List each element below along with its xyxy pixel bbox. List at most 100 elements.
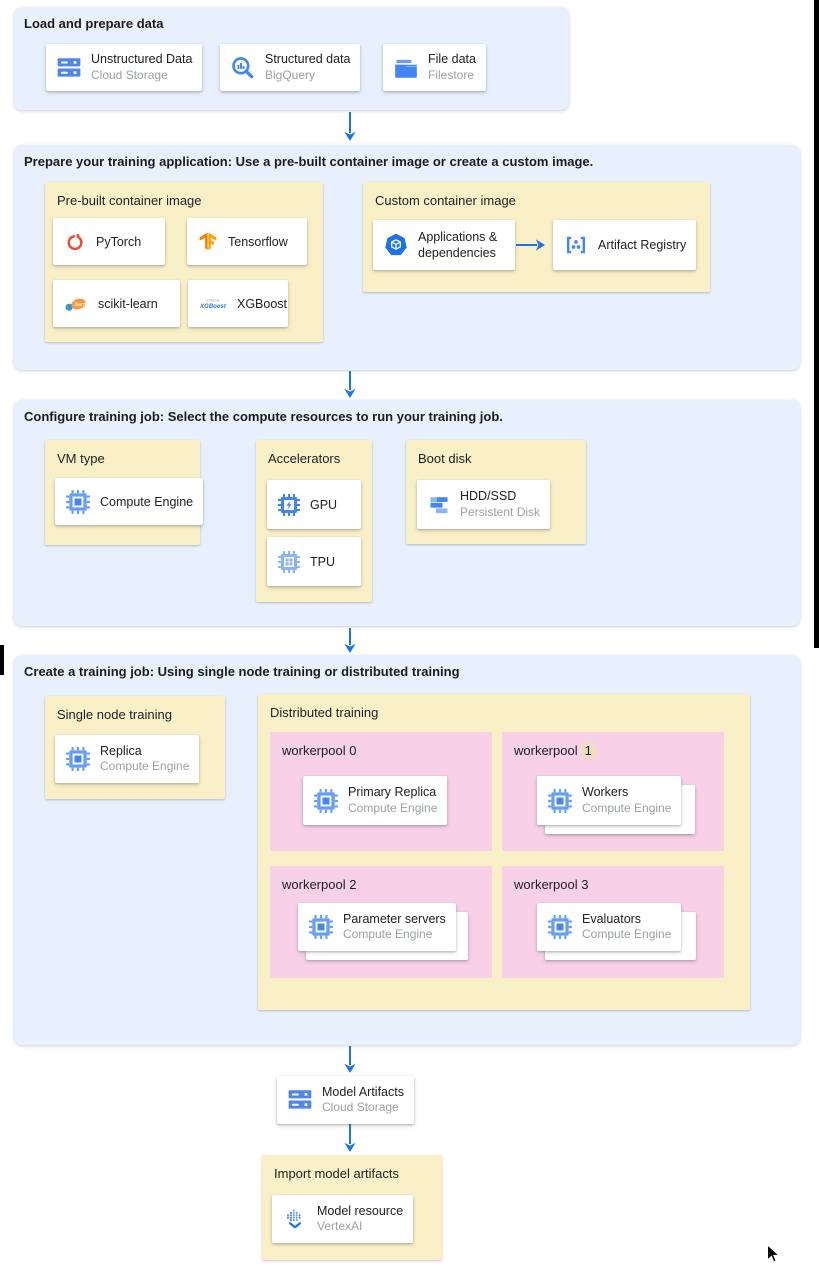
card-label: Parameter servers bbox=[343, 911, 446, 926]
compute-engine-card: Compute Engine bbox=[55, 478, 204, 525]
bigquery-icon bbox=[230, 55, 256, 81]
compute-engine-icon bbox=[547, 914, 573, 940]
compute-engine-icon bbox=[308, 914, 334, 940]
prebuilt-container-box: Pre-built container image PyTorch Tensor… bbox=[45, 182, 323, 342]
accelerators-box: Accelerators GPU bbox=[256, 440, 372, 602]
prepare-app-title: Prepare your training application: Use a… bbox=[24, 154, 594, 169]
down-arrow-icon bbox=[344, 371, 356, 398]
left-edge-artifact bbox=[0, 645, 4, 675]
tpu-card: TPU bbox=[267, 537, 361, 586]
accelerators-title: Accelerators bbox=[268, 451, 341, 466]
file-data-card: File data Filestore bbox=[383, 44, 486, 91]
card-label: File data bbox=[428, 52, 476, 67]
create-job-title: Create a training job: Using single node… bbox=[24, 664, 460, 679]
card-label: Artifact Registry bbox=[598, 238, 687, 252]
tpu-icon bbox=[277, 550, 301, 574]
distributed-training-box: Distributed training workerpool 0 bbox=[258, 694, 750, 1010]
card-sublabel: VertexAI bbox=[317, 1219, 363, 1234]
single-node-title: Single node training bbox=[57, 707, 172, 722]
card-sublabel: Compute Engine bbox=[582, 800, 672, 815]
workerpool-1-number: 1 bbox=[580, 743, 596, 758]
custom-container-box: Custom container image Applications & de… bbox=[363, 182, 710, 292]
card-label: Primary Replica bbox=[348, 785, 437, 800]
down-arrow-icon bbox=[344, 628, 356, 653]
model-resource-card: Model resource VertexAI bbox=[272, 1195, 414, 1243]
card-label: Structured data bbox=[265, 52, 351, 67]
workerpool-0-label: workerpool 0 bbox=[282, 743, 357, 758]
mouse-cursor bbox=[767, 1244, 781, 1263]
xgboost-main-text: XGBoost bbox=[199, 304, 227, 310]
distributed-training-title: Distributed training bbox=[270, 705, 379, 720]
card-sublabel: Cloud Storage bbox=[322, 1100, 399, 1115]
prepare-app-panel: Prepare your training application: Use a… bbox=[14, 145, 800, 370]
workerpool-2-label: workerpool 2 bbox=[282, 877, 357, 892]
card-sublabel: Compute Engine bbox=[343, 927, 433, 942]
primary-replica-card: Primary Replica Compute Engine bbox=[303, 776, 448, 825]
card-label: TPU bbox=[310, 554, 335, 569]
down-arrow-icon bbox=[344, 1124, 356, 1152]
card-label: Unstructured Data bbox=[91, 52, 193, 67]
boot-disk-title: Boot disk bbox=[418, 451, 472, 466]
import-model-box: Import model artifacts Model resource bbox=[262, 1155, 442, 1260]
artifact-registry-icon bbox=[563, 232, 589, 258]
compute-engine-icon bbox=[313, 788, 339, 814]
workerpool-1-label: workerpool bbox=[514, 743, 578, 758]
configure-job-panel: Configure training job: Select the compu… bbox=[14, 400, 800, 626]
card-sublabel: Compute Engine bbox=[348, 800, 438, 815]
load-data-panel: Load and prepare data Unstructured Data … bbox=[14, 7, 569, 110]
persistent-disk-card: HDD/SSD Persistent Disk bbox=[417, 480, 551, 529]
boot-disk-box: Boot disk HDD/SSD Persistent Disk bbox=[406, 440, 586, 544]
model-artifacts-card: Model Artifacts Cloud Storage bbox=[277, 1076, 414, 1124]
card-sublabel: Filestore bbox=[428, 67, 475, 82]
pytorch-icon bbox=[63, 230, 87, 254]
card-sublabel: Compute Engine bbox=[582, 927, 672, 942]
vertex-ai-icon bbox=[282, 1206, 308, 1232]
card-label: PyTorch bbox=[96, 234, 142, 249]
artifact-registry-card: Artifact Registry bbox=[553, 220, 697, 270]
filestore-icon bbox=[393, 56, 419, 80]
xgboost-icon: eXtreme XGBoost bbox=[198, 292, 228, 316]
down-arrow-icon bbox=[344, 112, 356, 141]
unstructured-data-card: Unstructured Data Cloud Storage bbox=[46, 44, 203, 91]
compute-engine-icon bbox=[65, 746, 91, 772]
workerpool-3-label: workerpool 3 bbox=[514, 877, 589, 892]
tensorflow-card: Tensorflow bbox=[187, 218, 307, 265]
cloud-storage-icon bbox=[287, 1088, 313, 1112]
load-data-title: Load and prepare data bbox=[24, 16, 164, 31]
card-label: Compute Engine bbox=[100, 494, 194, 509]
applications-dependencies-card: Applications & dependencies bbox=[373, 220, 515, 270]
gpu-card: GPU bbox=[267, 480, 361, 529]
applications-icon bbox=[383, 232, 409, 258]
card-label: XGBoost bbox=[237, 296, 288, 311]
workerpool-2: workerpool 2 bbox=[270, 866, 492, 978]
workerpool-0: workerpool 0 bbox=[270, 732, 492, 851]
card-sublabel: Compute Engine bbox=[100, 759, 190, 774]
tensorflow-icon bbox=[197, 230, 219, 254]
persistent-disk-icon bbox=[427, 493, 451, 517]
card-label: Workers bbox=[582, 785, 629, 800]
single-node-box: Single node training Replica Co bbox=[45, 696, 225, 799]
compute-engine-icon bbox=[547, 788, 573, 814]
prebuilt-container-title: Pre-built container image bbox=[57, 193, 202, 208]
xgboost-top-text: eXtreme bbox=[207, 298, 220, 302]
card-sublabel: BigQuery bbox=[265, 67, 316, 82]
create-job-panel: Create a training job: Using single node… bbox=[14, 655, 800, 1045]
card-label: Applications & dependencies bbox=[418, 229, 498, 260]
card-label: Evaluators bbox=[582, 911, 642, 926]
xgboost-card: eXtreme XGBoost XGBoost bbox=[188, 280, 288, 327]
card-sublabel: Persistent Disk bbox=[460, 504, 541, 519]
custom-container-title: Custom container image bbox=[375, 193, 516, 208]
card-label: Model Artifacts bbox=[322, 1084, 404, 1099]
card-label: Model resource bbox=[317, 1203, 404, 1218]
sklearn-card: learn scikit-learn bbox=[53, 280, 180, 327]
gpu-icon bbox=[277, 493, 301, 517]
replica-card: Replica Compute Engine bbox=[55, 735, 200, 783]
card-label: HDD/SSD bbox=[460, 489, 517, 504]
parameter-servers-card: Parameter servers Compute Engine bbox=[298, 903, 456, 951]
card-sublabel: Cloud Storage bbox=[91, 67, 168, 82]
structured-data-card: Structured data BigQuery bbox=[220, 44, 361, 91]
evaluators-card: Evaluators Compute Engine bbox=[537, 903, 682, 951]
pytorch-card: PyTorch bbox=[53, 218, 165, 265]
card-label: Tensorflow bbox=[228, 234, 288, 249]
